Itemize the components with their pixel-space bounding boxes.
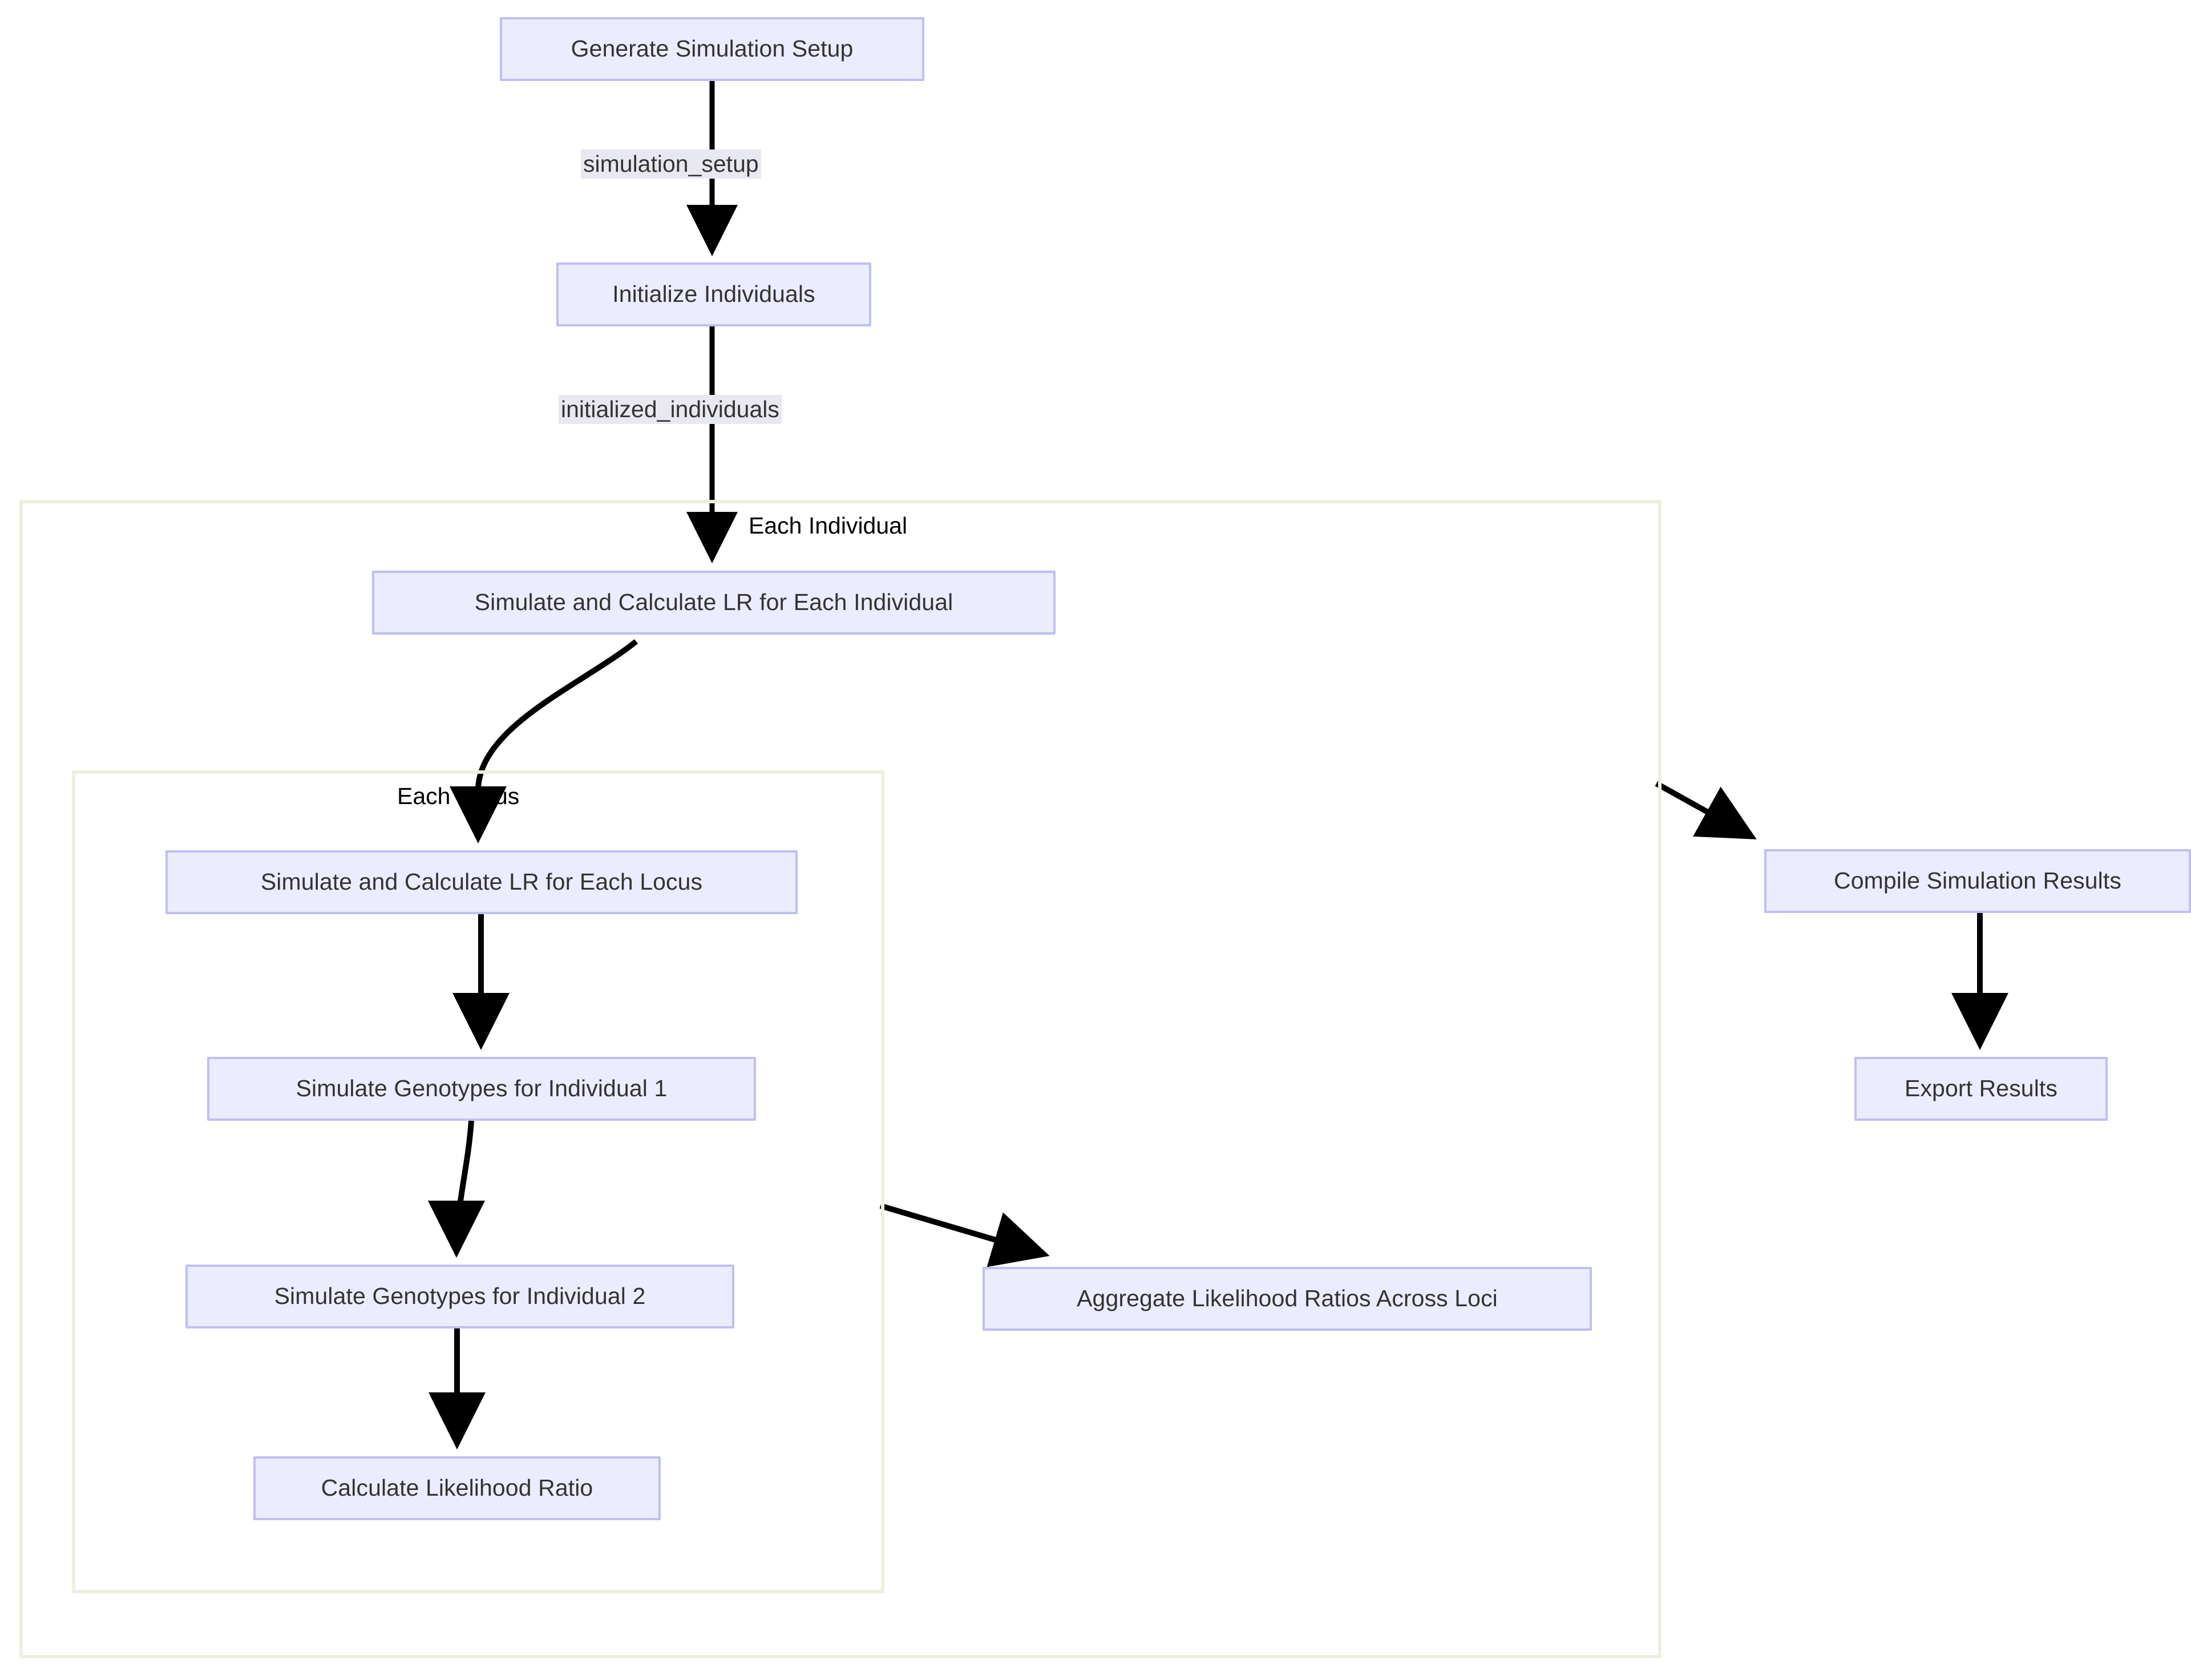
node-export-results[interactable]: Export Results bbox=[1854, 1057, 2108, 1121]
node-generate-simulation-setup[interactable]: Generate Simulation Setup bbox=[500, 17, 924, 81]
edge-each-individual-to-compile-results bbox=[1655, 781, 1757, 839]
node-calculate-likelihood-ratio[interactable]: Calculate Likelihood Ratio bbox=[253, 1456, 661, 1520]
edge-label-simulation-setup: simulation_setup bbox=[581, 150, 761, 179]
subgraph-label-each-individual: Each Individual bbox=[749, 512, 908, 539]
node-simulate-and-calculate-lr-for-each-individual[interactable]: Simulate and Calculate LR for Each Indiv… bbox=[372, 571, 1056, 635]
edge-label-initialized-individuals: initialized_individuals bbox=[559, 395, 782, 425]
node-simulate-and-calculate-lr-for-each-locus[interactable]: Simulate and Calculate LR for Each Locus bbox=[165, 850, 798, 914]
subgraph-label-each-locus: Each Locus bbox=[397, 783, 520, 809]
subgraph-each-individual bbox=[19, 500, 1662, 1658]
node-simulate-genotypes-for-individual-2[interactable]: Simulate Genotypes for Individual 2 bbox=[185, 1265, 734, 1328]
node-simulate-genotypes-for-individual-1[interactable]: Simulate Genotypes for Individual 1 bbox=[207, 1057, 756, 1121]
node-initialize-individuals[interactable]: Initialize Individuals bbox=[556, 262, 871, 326]
node-compile-simulation-results[interactable]: Compile Simulation Results bbox=[1764, 849, 2191, 913]
node-aggregate-likelihood-ratios-across-loci[interactable]: Aggregate Likelihood Ratios Across Loci bbox=[983, 1267, 1592, 1331]
subgraph-each-locus bbox=[72, 770, 884, 1593]
